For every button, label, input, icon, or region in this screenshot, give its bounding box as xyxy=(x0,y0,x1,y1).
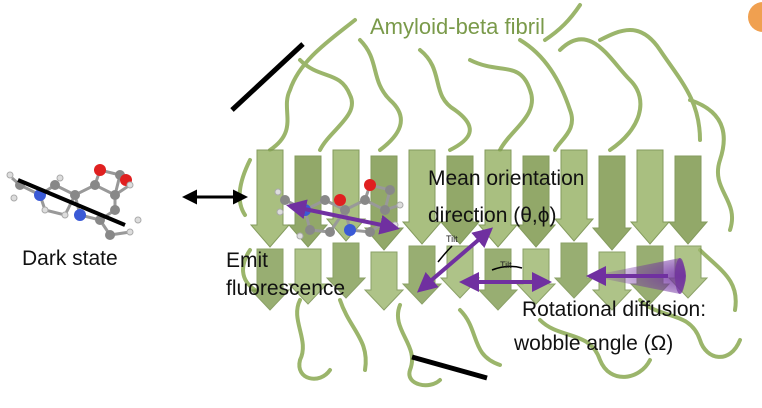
tilt-arc-2 xyxy=(491,265,523,271)
beta-strand xyxy=(477,248,519,311)
beta-strand xyxy=(591,155,633,251)
beta-strand xyxy=(515,248,557,305)
emit-label-line2: fluorescence xyxy=(226,277,346,300)
tilt-arc-1 xyxy=(437,245,453,263)
beta-strand xyxy=(515,155,557,248)
beta-strand xyxy=(325,242,367,299)
mean-orientation-line2: direction (θ,ϕ) xyxy=(428,204,557,227)
diagram-title: Amyloid-beta fibril xyxy=(370,14,545,39)
rotational-diffusion-line1: Rotational diffusion: xyxy=(522,298,707,321)
beta-strand xyxy=(553,149,595,242)
beta-strand xyxy=(629,149,671,245)
beta-strand xyxy=(249,149,291,248)
beta-strand xyxy=(287,248,329,305)
emit-label-line1: Emit xyxy=(226,249,268,272)
beta-strand xyxy=(363,251,405,311)
fibril-loops xyxy=(237,3,742,388)
accent-dot xyxy=(748,2,762,32)
wobble-cone-base xyxy=(675,258,685,294)
beta-strand xyxy=(477,149,519,248)
beta-strand xyxy=(553,242,595,299)
emission-dipole-arrow xyxy=(286,199,400,235)
marker-line-top xyxy=(230,42,305,112)
dark-state-label: Dark state xyxy=(22,247,118,270)
beta-strand xyxy=(401,149,443,245)
mean-orientation-arrow xyxy=(416,227,494,293)
tilt-label-1: Tilt xyxy=(446,234,458,244)
marker-line-bottom xyxy=(411,354,488,381)
beta-strand xyxy=(249,248,291,311)
wobble-angle-line2: wobble angle (Ω) xyxy=(514,332,674,355)
mean-orientation-line1: Mean orientation xyxy=(428,167,585,190)
dark-state-molecule xyxy=(6,164,142,240)
tilt-label-2: Tilt xyxy=(500,260,512,270)
beta-strand xyxy=(667,155,709,245)
